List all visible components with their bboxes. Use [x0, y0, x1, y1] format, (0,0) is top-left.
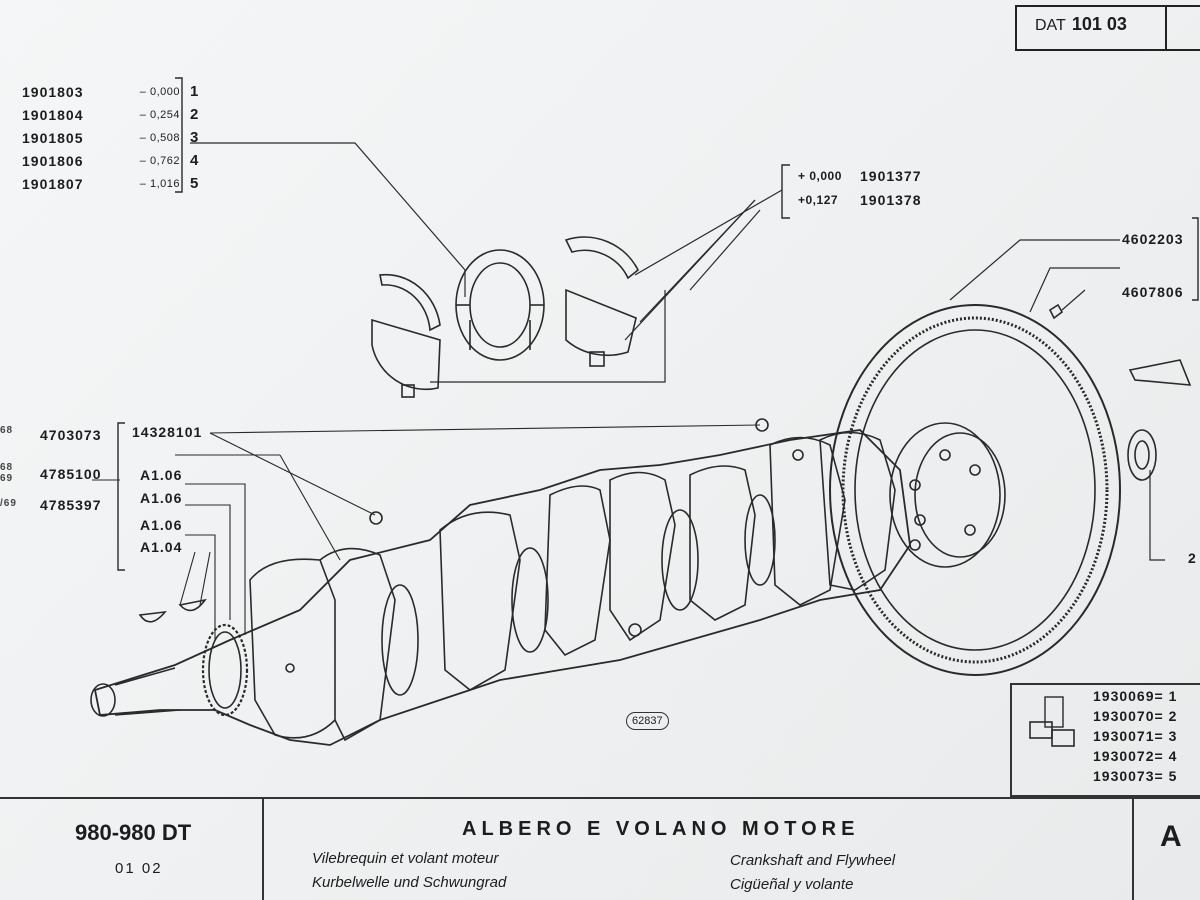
kit-row: 1930071= 3 [1093, 728, 1178, 744]
part-code: 1930070 [1093, 708, 1155, 724]
thrust-washer-list: + 0,000 1901377 +0,127 1901378 [798, 164, 922, 212]
kit-row: 1930072= 4 [1093, 748, 1178, 764]
footer-vdivider [1132, 797, 1134, 900]
page-title: ALBERO E VOLANO MOTORE [462, 818, 860, 840]
left-prefix: 68 [0, 425, 14, 436]
bearing-shell-row: 1901803 – 0,000 1 [22, 80, 198, 103]
kit-row: 1930073= 5 [1093, 768, 1178, 784]
part-code: 1901806 [22, 152, 84, 169]
ref-number: 2 [1168, 708, 1178, 724]
shim-code: A1.04 [140, 539, 183, 555]
footer-vdivider [262, 797, 264, 900]
shim-code: A1.06 [140, 490, 183, 506]
ref-number: 1 [190, 83, 199, 100]
part-code: 1901804 [22, 106, 84, 123]
part-code: 1930072 [1093, 748, 1155, 764]
shim-code: A1.06 [140, 467, 183, 483]
ref-number: 3 [190, 129, 199, 146]
title-spanish: Cigüeñal y volante [730, 876, 854, 893]
ref-number: 5 [190, 175, 199, 192]
kit-row: 1930069= 1 [1093, 688, 1178, 704]
ref-number: 5 [1168, 768, 1178, 784]
part-code: 4602203 [1122, 231, 1184, 247]
part-code: 1930073 [1093, 768, 1155, 784]
oversize: + 0,000 [798, 169, 842, 183]
oversize: +0,127 [798, 193, 839, 207]
kit-row: 1930070= 2 [1093, 708, 1178, 724]
part-code: 4785100 [40, 466, 102, 482]
ref-number: 4 [190, 152, 199, 169]
page-code: DAT 101 03 [1035, 14, 1127, 35]
kit-list: 1930069= 1 1930070= 2 1930071= 3 1930072… [1093, 686, 1177, 786]
ref-number: 4 [1168, 748, 1178, 764]
part-code: 1901378 [860, 192, 922, 208]
part-code: 4607806 [1122, 284, 1184, 300]
part-code: 1901805 [22, 129, 84, 146]
undersize: – 0,508 [139, 131, 180, 144]
ref-number: 1 [1168, 688, 1178, 704]
shim-code: A1.06 [140, 517, 183, 533]
plug-code: 14328101 [132, 424, 203, 440]
thrust-washer-row: + 0,000 1901377 [798, 164, 922, 188]
edition-number: 01 02 [115, 860, 163, 877]
bearing-shell-row: 1901807 – 1,016 5 [22, 172, 198, 195]
part-code: 1901377 [860, 168, 922, 184]
left-prefix: 68 69 [0, 462, 14, 484]
drawing-ref: 62837 [626, 712, 669, 730]
part-code: 1901807 [22, 175, 84, 192]
undersize: – 0,000 [139, 85, 180, 98]
header-divider [1165, 5, 1167, 49]
model-name: 980-980 DT [75, 820, 192, 845]
ref-number: 3 [1168, 728, 1178, 744]
title-german: Kurbelwelle und Schwungrad [312, 874, 507, 891]
title-english: Crankshaft and Flywheel [730, 852, 896, 869]
page-code-number: 101 03 [1071, 14, 1127, 34]
thrust-washer-row: +0,127 1901378 [798, 188, 922, 212]
left-prefix: /69 [0, 498, 17, 509]
part-code: 1901803 [22, 83, 84, 100]
header-box [1015, 5, 1200, 51]
part-code: 1930071 [1093, 728, 1155, 744]
part-code: 4703073 [40, 427, 102, 443]
undersize: – 0,762 [139, 154, 180, 167]
bearing-shell-row: 1901805 – 0,508 3 [22, 126, 198, 149]
ref-number: 2 [190, 106, 199, 123]
bearing-shell-row: 1901804 – 0,254 2 [22, 103, 198, 126]
footer-divider [0, 797, 1200, 799]
corner-letter: A [1160, 820, 1182, 853]
title-french: Vilebrequin et volant moteur [312, 850, 499, 867]
page-code-prefix: DAT [1035, 17, 1066, 34]
part-code: 4785397 [40, 497, 102, 513]
bearing-shell-row: 1901806 – 0,762 4 [22, 149, 198, 172]
kit-box [1010, 683, 1200, 797]
undersize: – 0,254 [139, 108, 180, 121]
part-code: 1930069 [1093, 688, 1155, 704]
undersize: – 1,016 [139, 177, 180, 190]
bearing-shell-list: 1901803 – 0,000 1 1901804 – 0,254 2 1901… [22, 80, 198, 195]
part-code-partial: 2 [1188, 550, 1197, 566]
